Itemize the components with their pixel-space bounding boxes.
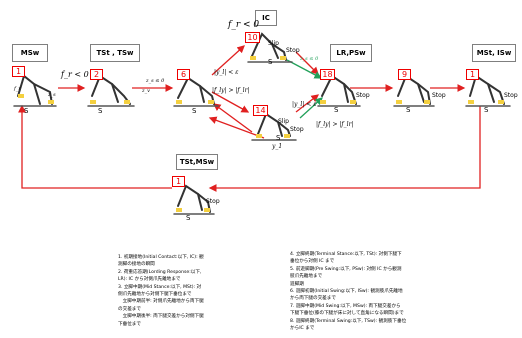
condition-fr-lt0-top: f_r < 0 — [228, 20, 260, 30]
label-stop-9: Stop — [432, 92, 446, 99]
arrow-1-loop-to-msw — [208, 106, 481, 192]
note-line: からIC まで — [290, 326, 315, 332]
condition-yl-lt-eps-right: |y_l| < ε — [292, 101, 317, 108]
label-zv: z_v — [142, 88, 150, 94]
note-line: 測脚の接地の瞬間 — [118, 262, 155, 268]
note-line: 肢爪先離地まで — [290, 274, 323, 280]
label-stop-10: Stop — [286, 47, 300, 54]
state-label-mst-isw: MSt, ISw — [476, 49, 512, 57]
label-s-tst-msw: S — [186, 214, 191, 222]
note-line: 遊脚期 — [290, 281, 304, 287]
label-slip-14: Slip — [278, 118, 289, 125]
label-zs: z_s — [48, 92, 56, 98]
label-s-10: S — [268, 58, 273, 66]
state-box-lr-psw: LR,PSw — [330, 44, 372, 62]
note-line: 2. 荷重応答期(Lording Response:以下, — [118, 269, 202, 275]
label-s-14: S — [276, 134, 281, 142]
arrow-14-to-18 — [295, 94, 320, 113]
arrow-6-to-10 — [211, 45, 245, 76]
label-stop-14: Stop — [290, 126, 304, 133]
label-slip-10: Slip — [268, 40, 279, 47]
note-line: 下腿下垂位(膝の下腿が床に対して直角になる瞬間)まで — [290, 311, 404, 317]
state-number-10: 10 — [245, 32, 260, 43]
state-number-9: 9 — [398, 69, 411, 80]
label-stop-18: Stop — [356, 92, 370, 99]
figure-9 — [393, 74, 435, 107]
note-line: 下垂位まで — [118, 321, 141, 327]
notes-right: 4. 立脚終期(Terminal Stance:以下, TSt): 対側下腿下 … — [290, 251, 406, 332]
state-box-msw: MSw — [12, 44, 48, 62]
note-line: 側爪先離地から対側下腿下垂位まで — [118, 292, 192, 298]
condition-fly-gt-bottom: |f_ly| > |f_lr| — [316, 121, 354, 128]
arrow-tstmsw-to-msw — [18, 104, 172, 189]
note-line: から両下腿の交差まで — [290, 296, 336, 302]
state-label-msw: MSw — [20, 49, 40, 57]
state-label-tst-msw: TSt,MSw — [179, 158, 215, 166]
note-line: 5. 前遊脚期(Pre Swing:以下, PSw): 対側 IC から観測 — [290, 266, 402, 272]
note-line: の交差まで — [118, 306, 141, 312]
note-line: 6. 遊脚初期(Initial Swing:以下, ISw): 観測肢爪先離地 — [290, 289, 403, 295]
state-label-tst-tsw: TSt , TSw — [96, 49, 134, 57]
notes-left: 1. 初期接地(Initial Contact:以下, IC): 観 測脚の接地… — [118, 254, 204, 328]
state-number-1-bottom: 1 — [172, 176, 185, 187]
state-number-2: 2 — [90, 69, 103, 80]
note-line: 8. 遊脚終期(Terminal Swing:以下, TSw): 観測肢下垂位 — [290, 318, 407, 324]
note-line: 4. 立脚終期(Terminal Stance:以下, TSt): 対側下腿下 — [290, 252, 402, 257]
arrow-10-to-18 — [295, 51, 319, 75]
state-number-14: 14 — [253, 105, 268, 116]
figure-18 — [317, 74, 361, 107]
state-box-ic: IC — [255, 10, 277, 26]
arrow-6-to-14 — [211, 91, 250, 113]
state-number-1-right: 1 — [466, 69, 479, 80]
figure-tst-msw — [173, 184, 215, 215]
label-fr: f_r — [14, 86, 21, 92]
note-line: 立脚中期前半: 対側爪先離地から両下腿 — [118, 299, 204, 305]
condition-y1: y_1 — [272, 143, 283, 150]
state-number-18: 18 — [320, 69, 335, 80]
note-line: 1. 初期接地(Initial Contact:以下, IC): 観 — [118, 255, 204, 260]
note-line: 7. 遊脚中期(Mid Swing:以下, MSw): 両下腿交差から — [290, 303, 401, 309]
figure-14 — [251, 112, 297, 141]
figure-tst-tsw — [87, 74, 135, 107]
arrow-green-10-to-18 — [286, 59, 323, 79]
state-box-tst-msw: TSt,MSw — [176, 154, 218, 170]
label-stop-mst: Stop — [504, 92, 518, 99]
state-box-tst-tsw: TSt , TSw — [90, 44, 140, 62]
state-label-ic: IC — [262, 14, 270, 22]
label-s-mst: S — [484, 106, 489, 114]
label-s-9: S — [406, 106, 411, 114]
figure-10 — [247, 32, 293, 63]
figure-msw — [13, 74, 57, 107]
state-label-lr-psw: LR,PSw — [336, 49, 366, 57]
condition-zs-le0-green: z_s ≤ 0 — [300, 56, 319, 62]
label-s-18: S — [334, 106, 339, 114]
arrow-14-to-6-return — [212, 103, 253, 133]
figure-6 — [173, 76, 219, 107]
note-line: LR): IC から対側爪先離地まで — [118, 277, 181, 283]
state-number-msw: 1 — [12, 66, 25, 77]
note-line: 立脚中期後半: 両下腿交差から対側下腿 — [118, 314, 204, 320]
arrow-14-to-6-return2 — [208, 116, 265, 139]
state-number-6: 6 — [177, 69, 190, 80]
arrow-green-14-to-18 — [299, 97, 323, 119]
note-line: 垂位から対側 IC まで — [290, 259, 335, 265]
condition-fly-gt-top: |f_ly| > |f_lr| — [212, 87, 250, 94]
label-s-msw: S — [24, 107, 29, 115]
label-stop-tst-msw: Stop — [206, 198, 220, 205]
state-box-mst-isw: MSt, ISw — [472, 44, 516, 62]
condition-fr-lt0-left: f_r < 0 — [61, 70, 89, 79]
condition-yl-lt-eps-top: |y_l| < ε — [214, 69, 239, 76]
condition-zs-le0: z_s ≤ 0 — [146, 78, 165, 84]
label-s-6: S — [192, 107, 197, 115]
label-s-2: S — [98, 107, 103, 115]
figure-mst-isw — [465, 74, 511, 107]
note-line: 3. 立脚中期(Mid Stance:以下, MSt): 対 — [118, 284, 202, 290]
